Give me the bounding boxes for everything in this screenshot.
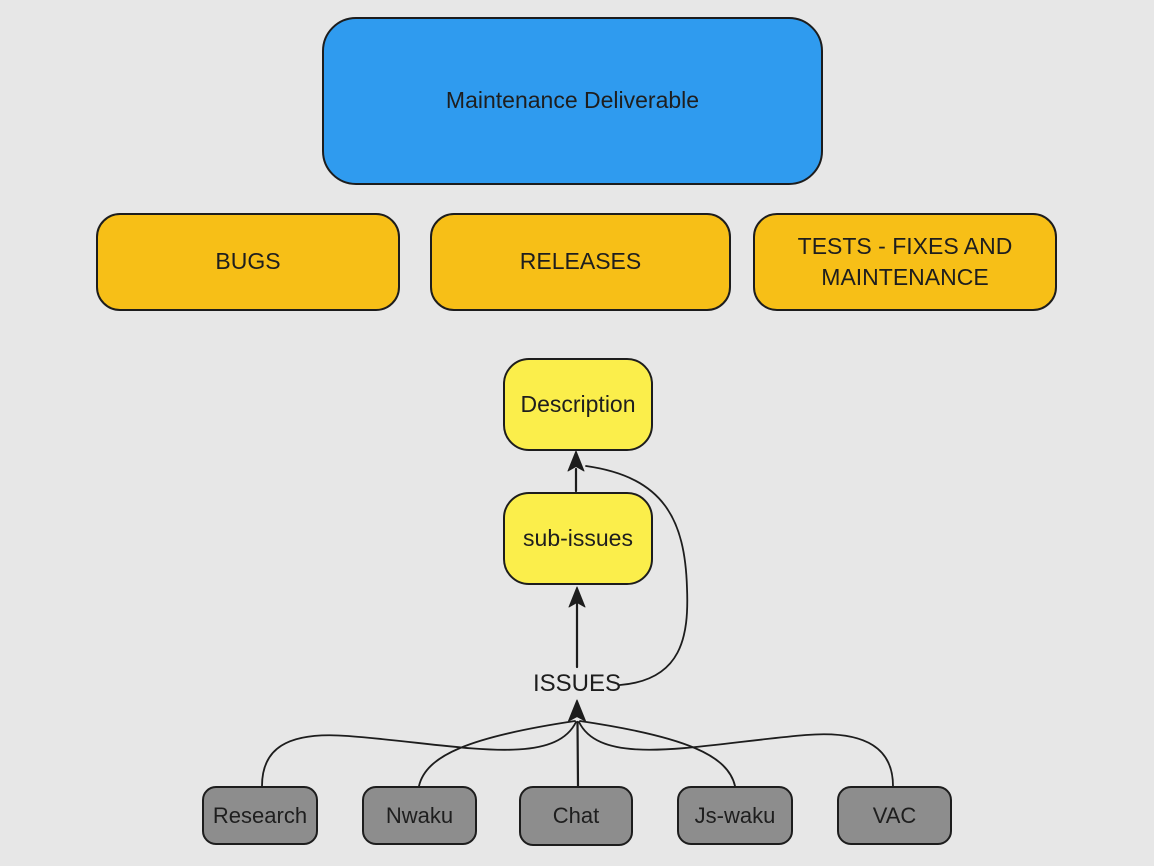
node-research[interactable]: Research — [202, 786, 318, 845]
edge-research-issues — [261, 721, 577, 787]
edge-vac-issues — [578, 721, 894, 787]
arrowhead-to-issues — [568, 699, 586, 722]
node-chat[interactable]: Chat — [519, 786, 633, 846]
node-label: RELEASES — [519, 248, 642, 275]
edge-jswaku-issues — [579, 720, 736, 787]
edge-nwaku-issues — [418, 720, 576, 787]
node-label: Description — [520, 390, 636, 417]
arrowhead-to-description — [567, 450, 585, 472]
node-label: Js-waku — [694, 802, 776, 828]
node-label: Chat — [552, 803, 600, 829]
node-description[interactable]: Description — [503, 358, 653, 451]
node-label: Research — [212, 802, 308, 828]
node-issues-label[interactable]: ISSUES — [532, 670, 622, 697]
node-tests-fixes-maintenance[interactable]: TESTS - FIXES AND MAINTENANCE — [753, 213, 1057, 311]
edge-chat-issues — [576, 720, 580, 788]
node-label: BUGS — [215, 248, 281, 275]
node-js-waku[interactable]: Js-waku — [677, 786, 793, 845]
arrowhead-to-subissues — [568, 586, 586, 608]
node-label: sub-issues — [523, 524, 633, 551]
node-sub-issues[interactable]: sub-issues — [503, 492, 653, 585]
node-nwaku[interactable]: Nwaku — [362, 786, 477, 845]
node-label: VAC — [872, 802, 917, 828]
node-label: Nwaku — [385, 802, 454, 828]
node-vac[interactable]: VAC — [837, 786, 952, 845]
node-label: Maintenance Deliverable — [445, 87, 700, 114]
node-releases[interactable]: RELEASES — [430, 213, 731, 311]
node-bugs[interactable]: BUGS — [96, 213, 400, 311]
node-label: TESTS - FIXES AND MAINTENANCE — [797, 232, 1013, 290]
node-maintenance-deliverable[interactable]: Maintenance Deliverable — [322, 17, 823, 185]
